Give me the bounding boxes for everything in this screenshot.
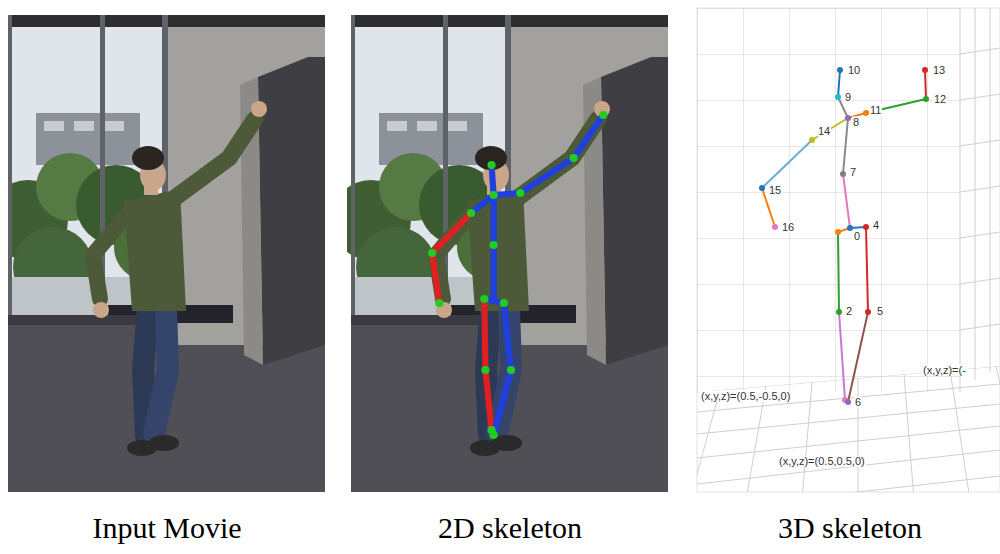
joint-dots (759, 67, 929, 405)
joint-number: 8 (852, 117, 860, 128)
side-grid (960, 8, 1000, 392)
limb-line (471, 115, 603, 213)
joint-number: 11 (869, 105, 882, 116)
coordinate-label: (x,y,z)=(0.5,0.5,0) (778, 456, 866, 467)
joint-number: 9 (844, 92, 852, 103)
joint-number: 0 (853, 231, 861, 242)
joint-number: 5 (876, 306, 884, 317)
coordinate-label: (x,y,z)=(- (922, 365, 967, 376)
joint-number: 16 (781, 222, 795, 233)
joint-number: 2 (845, 306, 853, 317)
panel-caption: Input Movie (92, 513, 241, 543)
limb-line (432, 213, 471, 303)
joint-number: 4 (872, 220, 880, 231)
skeleton-3d (762, 70, 926, 402)
joint-number: 15 (768, 185, 782, 196)
panel-caption: 2D skeleton (438, 513, 582, 543)
panel-caption: 3D skeleton (778, 513, 922, 543)
joint-number: 13 (932, 65, 946, 76)
skeleton-photo (331, 15, 668, 492)
limb-line (484, 299, 491, 430)
limb-line (484, 299, 511, 435)
joint-dots (428, 111, 607, 439)
joint-number: 10 (847, 65, 861, 76)
coordinate-label: (x,y,z)=(0.5,-0.5,0) (700, 391, 791, 402)
joint-number: 6 (854, 397, 862, 408)
joint-number: 14 (817, 126, 831, 137)
skeleton-2d (428, 111, 607, 439)
back-grid (697, 8, 960, 392)
plot-3d (690, 8, 1000, 510)
spine-line (492, 165, 494, 299)
joint-number: 12 (933, 94, 947, 105)
input-photo (0, 15, 325, 492)
joint-number: 7 (849, 167, 857, 178)
